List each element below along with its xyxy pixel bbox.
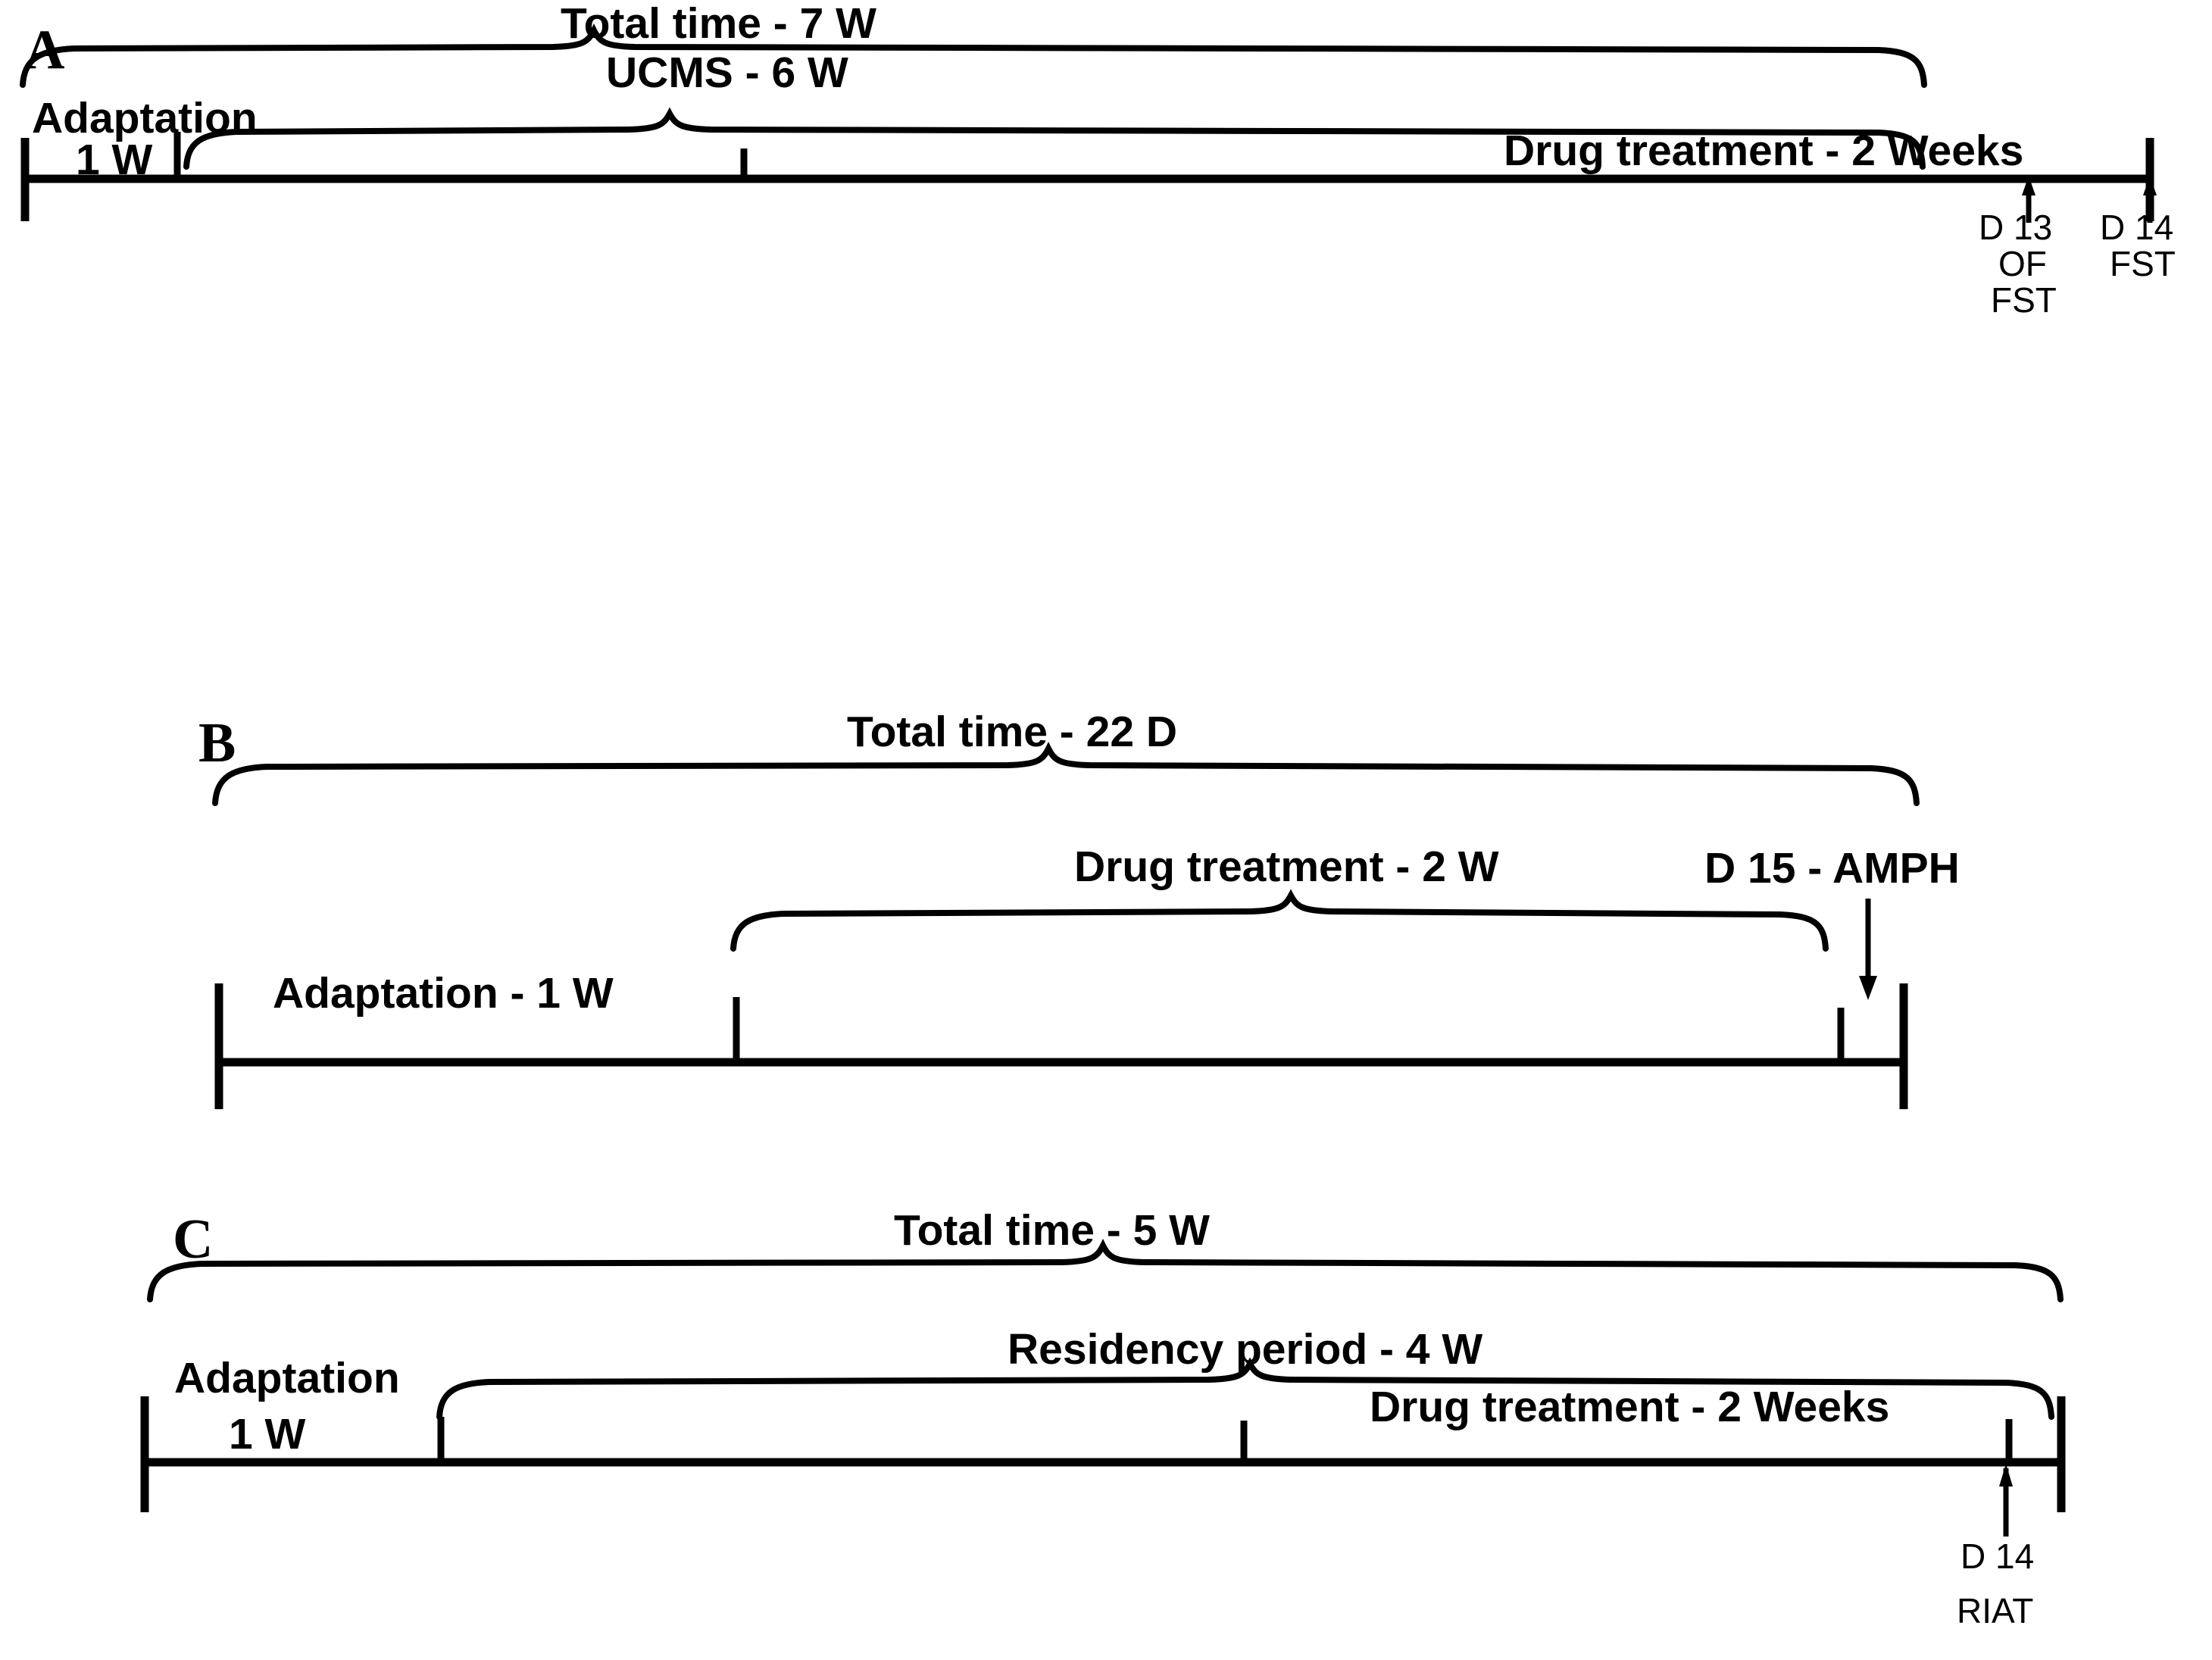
- panel-a-day-14-label: D 14: [2100, 208, 2173, 247]
- panel-c-adaptation-label-line1: Adaptation: [174, 1354, 400, 1402]
- panel-c-day-14-test-riat: RIAT: [1957, 1591, 2033, 1630]
- panel-c-drug-treatment-label: Drug treatment - 2 Weeks: [1370, 1383, 1889, 1431]
- panel-a-ucms-brace: [183, 107, 1926, 170]
- panel-c: C Total time - 5 W Residency period - 4 …: [140, 1206, 2066, 1630]
- panel-c-total-time-label: Total time - 5 W: [894, 1206, 1210, 1255]
- panel-b-day-15-amph-label: D 15 - AMPH: [1704, 844, 1960, 893]
- panel-c-residency-brace: [436, 1357, 2054, 1420]
- panel-b-total-time-brace: [212, 742, 1920, 806]
- panel-c-day-14-label: D 14: [1960, 1537, 2034, 1576]
- panel-a-adaptation-label-line1: Adaptation: [32, 94, 258, 142]
- panel-letter-c: C: [173, 1208, 213, 1271]
- panel-a-total-time-brace: [20, 23, 1927, 88]
- panel-c-day-14-arrow: [1999, 1464, 2013, 1537]
- panel-c-adaptation-label-line2: 1 W: [229, 1410, 306, 1458]
- panel-c-total-time-brace: [147, 1239, 2064, 1302]
- panel-a: A Total time - 7 W UCMS - 6 W Adaptation…: [20, 0, 2176, 320]
- panel-a-day-13-arrow: [2022, 176, 2035, 223]
- panel-b-drug-treatment-label: Drug treatment - 2 W: [1074, 843, 1499, 891]
- panel-a-drug-treatment-label: Drug treatment - 2 Weeks: [1504, 127, 2023, 175]
- panel-b-total-time-label: Total time - 22 D: [847, 708, 1177, 756]
- panel-c-residency-label: Residency period - 4 W: [1008, 1325, 1482, 1374]
- panel-a-day-13-test-fst: FST: [1991, 280, 2057, 320]
- panel-a-day-14-test-fst: FST: [2110, 244, 2176, 283]
- panel-b: B Total time - 22 D Drug treatment - 2 W…: [198, 708, 1960, 1109]
- panel-b-day-15-amph-arrow: [1859, 899, 1877, 1000]
- panel-a-ucms-label: UCMS - 6 W: [606, 48, 848, 97]
- panel-a-day-13-label: D 13: [1979, 208, 2052, 247]
- panel-a-total-time-label: Total time - 7 W: [561, 0, 876, 48]
- panel-b-adaptation-label: Adaptation - 1 W: [273, 969, 614, 1018]
- panel-a-day-14-arrow: [2143, 176, 2157, 223]
- panel-letter-b: B: [198, 712, 236, 774]
- panel-b-drug-treatment-brace: [730, 889, 1829, 952]
- panel-a-day-13-test-of: OF: [1998, 244, 2047, 283]
